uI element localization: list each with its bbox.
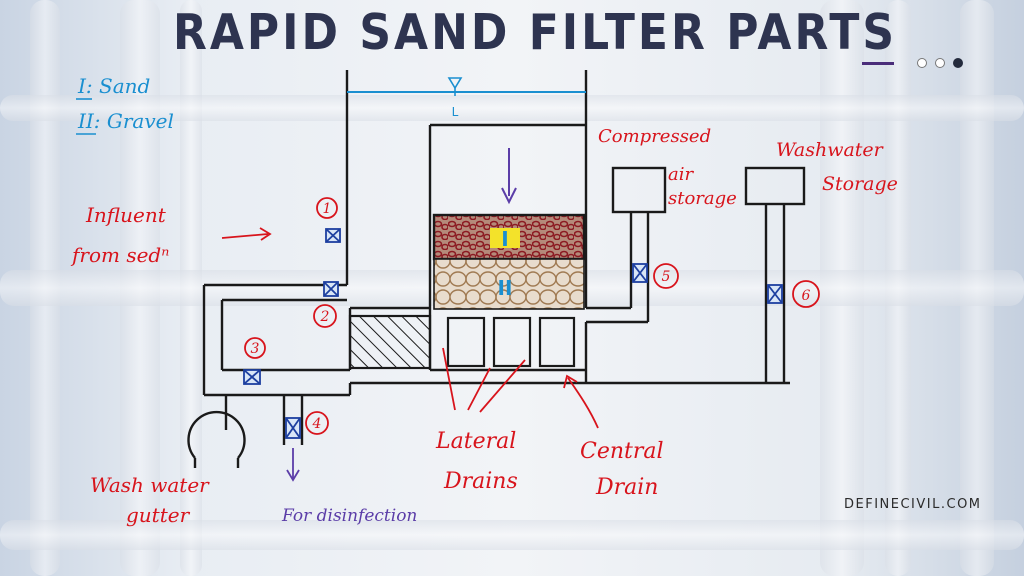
valve-number-circle [792, 280, 820, 308]
washwater-gutter [187, 410, 246, 459]
lateral-drain [446, 316, 486, 368]
valve-6-icon [767, 284, 783, 304]
valve-number-circle [244, 337, 266, 359]
disinfection-label: For disinfection [281, 506, 417, 526]
sand-mark: I [501, 227, 508, 251]
compressed-air-label: Compressed [598, 126, 711, 147]
valve-1-icon [325, 228, 341, 243]
washwater-storage-label: Washwater [776, 139, 885, 161]
legend-sand: I: Sand [77, 74, 150, 98]
slide-dot [917, 58, 927, 68]
annotation-arrows [221, 227, 599, 429]
influent-label: Influent [85, 203, 167, 227]
central-drain-label: Central [580, 439, 664, 464]
valve-2-icon [323, 281, 339, 297]
compressed-air-label-3: storage [668, 188, 737, 209]
influent-label-2: from sedⁿ [70, 243, 169, 267]
lateral-drain [492, 316, 532, 368]
washwater-gutter-label: Wash water [90, 473, 210, 497]
valve-1-number: 1 [323, 201, 332, 217]
water-level-label: L [452, 105, 459, 119]
valve-4-icon [285, 417, 301, 439]
sand-mark-highlight [490, 228, 520, 248]
accent-line [862, 62, 894, 65]
valve-set [243, 228, 783, 439]
compressed-air-tank [611, 166, 667, 214]
central-drain-label-2: Drain [595, 475, 658, 500]
lateral-drains-label-2: Drains [443, 469, 518, 494]
valve-2-number: 2 [320, 309, 330, 325]
page-title: RAPID SAND FILTER PARTS [172, 4, 898, 62]
valve-number-circle [305, 411, 329, 435]
washwater-storage-label-2: Storage [822, 173, 898, 195]
gravel-mark: II [498, 276, 513, 300]
valve-6-number: 6 [802, 288, 811, 304]
lateral-drain [538, 316, 576, 368]
underdrain-block [348, 314, 432, 370]
valve-number-circle [313, 304, 337, 328]
lateral-drains-label: Lateral [435, 429, 516, 454]
valve-4-number: 4 [312, 416, 322, 432]
valve-3-number: 3 [251, 341, 260, 357]
bg-pipe [0, 520, 1024, 550]
valve-5-number: 5 [662, 269, 671, 285]
slide-dot [935, 58, 945, 68]
gravel-layer [433, 258, 585, 310]
valve-5-icon [632, 263, 648, 283]
compressed-air-label-2: air [668, 164, 694, 185]
bg-pipe [0, 95, 1024, 121]
water-level-marker [447, 77, 463, 90]
slide-dot-active [953, 58, 963, 68]
valve-number-circle [316, 197, 338, 219]
valve-number-circle [653, 263, 679, 289]
legend-gravel: II: Gravel [77, 109, 174, 133]
washwater-gutter-label-2: gutter [126, 503, 191, 527]
valve-3-icon [243, 369, 261, 385]
washwater-tank [744, 166, 806, 206]
flow-arrow-head [501, 187, 517, 205]
website-watermark: DEFINECIVIL.COM [844, 497, 982, 512]
